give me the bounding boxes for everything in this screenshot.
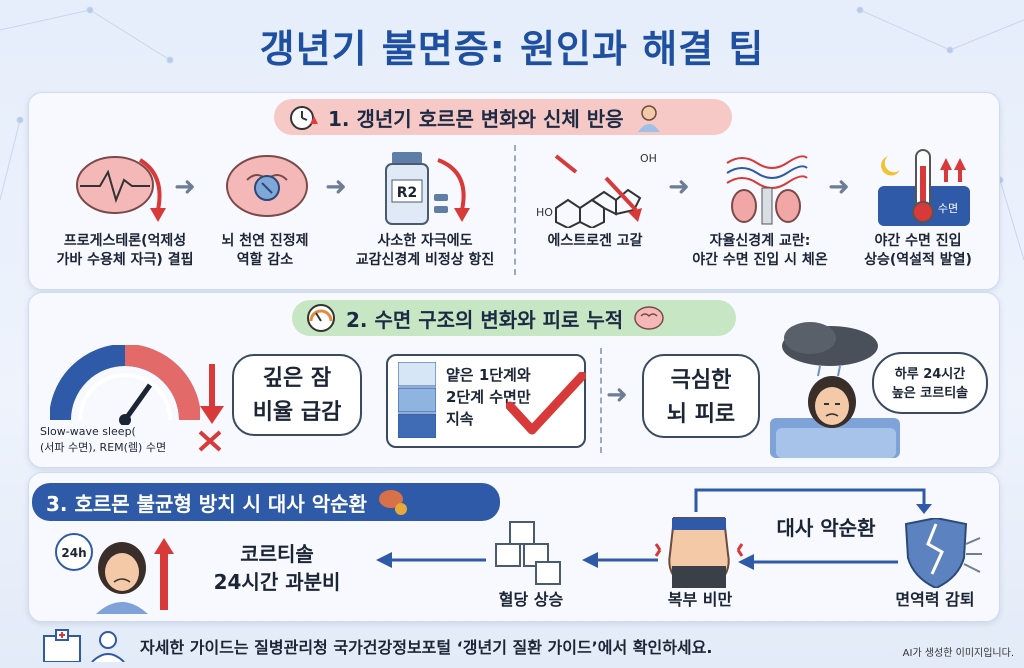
sleep-tag: 수면	[938, 202, 958, 215]
estrogen-molecule-icon: OH HO	[536, 148, 656, 228]
flow-arrow: ➜	[174, 172, 196, 202]
clock-24h-label: 24h	[61, 546, 86, 560]
thermometer-moon-icon: 수면	[874, 146, 974, 228]
section1-heading-pill: 1. 갱년기 호르몬 변화와 신체 반응	[274, 99, 732, 135]
item-label: 에스트로겐 고갈	[547, 233, 643, 249]
down-arrow-x-icon	[194, 362, 230, 452]
speedometer-icon	[306, 303, 336, 333]
blood-sugar-label: 혈당 상승	[498, 590, 564, 609]
sleep-gauge-icon	[50, 345, 200, 425]
back-arrow-2	[582, 550, 658, 570]
flow-arrow: ➜	[606, 380, 628, 410]
page-title: 갱년기 불면증: 원인과 해결 팁	[259, 27, 765, 71]
oh-label-left: HO	[536, 206, 553, 219]
back-arrow-1	[376, 550, 486, 570]
section2-heading-pill: 2. 수면 구조의 변화와 피로 누적	[292, 300, 736, 336]
metabolic-cycle-label: 대사 악순환	[776, 516, 876, 540]
flow-arrow: ➜	[828, 172, 850, 202]
item-label: 프로게스테론(억제성 가바 수용체 자극) 결핍	[56, 233, 194, 268]
brain-small-icon	[633, 304, 665, 332]
item-label: 뇌 천연 진정제 역할 감소	[221, 233, 309, 268]
back-arrow-3	[738, 552, 898, 572]
oh-label-top: OH	[640, 152, 656, 165]
item-label: 사소한 자극에도 교감신경계 비정상 항진	[355, 233, 495, 268]
woman-icon	[634, 102, 664, 132]
sugar-cubes-icon	[490, 520, 570, 586]
brain-icon	[222, 150, 312, 225]
belly-icon	[654, 514, 744, 588]
flow-arrow: ➜	[668, 172, 690, 202]
sleep-stage-bars	[398, 362, 436, 438]
section-divider	[514, 145, 516, 275]
section1-heading: 1. 갱년기 호르몬 변화와 신체 반응	[328, 106, 624, 131]
medicine-bottle-icon: R2	[378, 150, 478, 228]
immunity-label: 면역력 감퇴	[895, 590, 975, 609]
section-divider	[600, 348, 602, 453]
broken-shield-icon	[898, 518, 982, 588]
cycle-arrow	[690, 484, 940, 514]
brain-wave-icon	[70, 150, 180, 225]
deep-sleep-bubble: 깊은 잠 비율 급감	[232, 354, 362, 436]
hospital-doctor-icon	[40, 628, 132, 662]
ai-generated-note: AI가 생성한 이미지입니다.	[902, 648, 1014, 659]
item-label: 자율신경계 교란: 야간 수면 진입 시 체온	[692, 233, 828, 268]
gauge-label: Slow-wave sleep( (서파 수면), REM(렘) 수면	[40, 425, 167, 454]
tired-woman-illustration	[770, 318, 900, 458]
bottle-label: R2	[397, 185, 418, 201]
organs-icon	[377, 487, 409, 517]
sleep-stage-text: 얕은 1단계와 2단계 수면만 지속	[446, 366, 531, 428]
section3-heading: 3. 호르몬 불균형 방치 시 대사 악순환	[46, 491, 367, 516]
cortisol-woman-illustration: 24h	[52, 524, 182, 614]
nervous-system-icon	[722, 148, 812, 228]
section3-heading-pill: 3. 호르몬 불균형 방치 시 대사 악순환	[32, 483, 500, 521]
fatigue-bubble: 극심한 뇌 피로	[642, 354, 760, 438]
belly-fat-label: 복부 비만	[667, 590, 733, 609]
flow-arrow: ➜	[325, 172, 347, 202]
item-label: 야간 수면 진입 상승(역설적 발열)	[864, 233, 972, 268]
footer-guide-text: 자세한 가이드는 질병관리청 국가건강정보포털 ‘갱년기 질환 가이드’에서 확…	[140, 638, 713, 657]
alarm-clock-icon	[288, 102, 318, 132]
cortisol-label: 코르티솔 24시간 과분비	[213, 542, 341, 594]
cortisol-speech-bubble: 하루 24시간 높은 코르티솔	[872, 352, 988, 414]
section2-heading: 2. 수면 구조의 변화와 피로 누적	[346, 307, 624, 332]
checkmark-icon	[506, 372, 586, 438]
